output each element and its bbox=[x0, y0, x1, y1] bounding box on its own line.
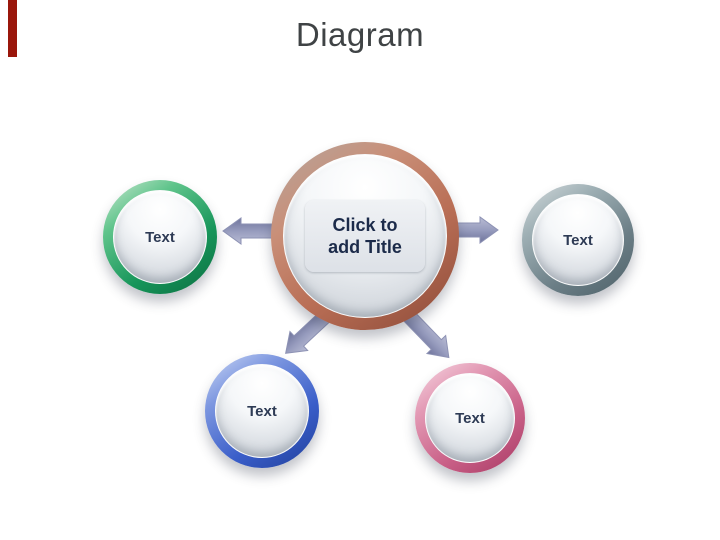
page-title: Diagram bbox=[295, 16, 425, 53]
node-right-label: Text bbox=[563, 231, 593, 249]
center-title-placeholder[interactable]: Click to add Title bbox=[305, 200, 425, 272]
node-center-face: Click to add Title bbox=[283, 154, 447, 318]
node-bottom-right-face: Text bbox=[425, 373, 515, 463]
node-right[interactable]: Text bbox=[522, 184, 634, 296]
node-bottom-left[interactable]: Text bbox=[205, 354, 319, 468]
node-left-face: Text bbox=[113, 190, 207, 284]
accent-bar bbox=[8, 0, 17, 57]
node-bottom-left-face: Text bbox=[215, 364, 309, 458]
node-right-face: Text bbox=[532, 194, 624, 286]
node-bottom-right[interactable]: Text bbox=[415, 363, 525, 473]
node-left[interactable]: Text bbox=[103, 180, 217, 294]
node-left-label: Text bbox=[145, 228, 175, 246]
node-center[interactable]: Click to add Title bbox=[271, 142, 459, 330]
node-bottom-left-label: Text bbox=[247, 402, 277, 420]
node-bottom-right-label: Text bbox=[455, 409, 485, 427]
